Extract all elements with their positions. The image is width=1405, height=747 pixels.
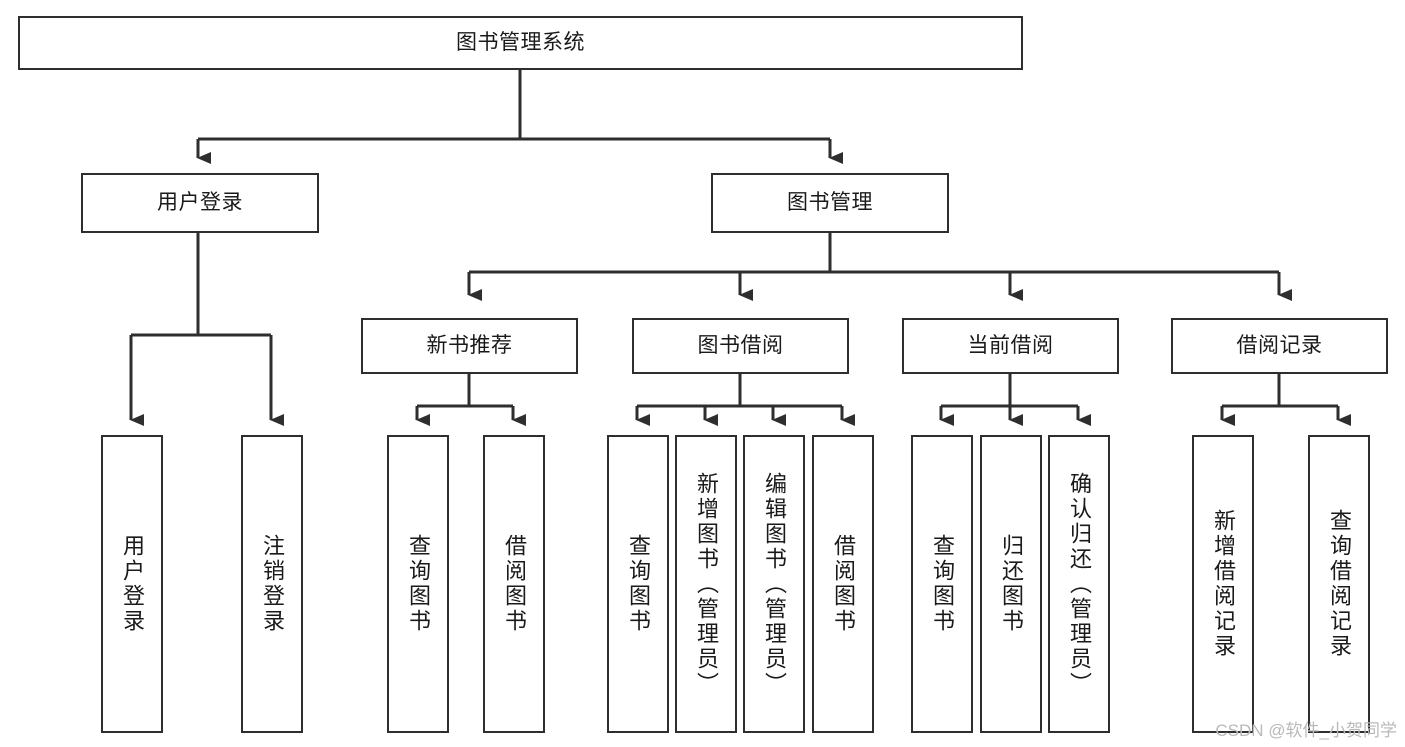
node-root-label: 图书管理系统	[456, 30, 585, 54]
node-leaf-query-book-cb[interactable]: 查询图书	[911, 435, 973, 733]
node-leaf-query-book-cb-label: 查询图书	[930, 534, 955, 634]
node-leaf-query-book-bb-label: 查询图书	[626, 534, 651, 634]
node-leaf-add-book-admin[interactable]: 新增图书（管理员）	[675, 435, 737, 733]
node-leaf-query-book-nb[interactable]: 查询图书	[387, 435, 449, 733]
node-leaf-edit-book-admin[interactable]: 编辑图书（管理员）	[743, 435, 805, 733]
node-user-login-label: 用户登录	[157, 190, 243, 214]
node-leaf-add-borrow-record[interactable]: 新增借阅记录	[1192, 435, 1254, 733]
node-leaf-confirm-return-admin-label: 确认归还（管理员）	[1067, 471, 1092, 697]
node-leaf-borrow-book-nb[interactable]: 借阅图书	[483, 435, 545, 733]
node-user-login[interactable]: 用户登录	[81, 173, 319, 233]
node-book-borrow[interactable]: 图书借阅	[632, 318, 849, 374]
node-borrow-record-label: 借阅记录	[1236, 333, 1323, 357]
node-leaf-query-borrow-record-label: 查询借阅记录	[1327, 509, 1352, 659]
node-leaf-borrow-book-bb[interactable]: 借阅图书	[812, 435, 874, 733]
node-leaf-logout-label: 注销登录	[260, 534, 285, 634]
node-leaf-user-login-label: 用户登录	[120, 534, 145, 634]
node-leaf-query-book-bb[interactable]: 查询图书	[607, 435, 669, 733]
node-leaf-borrow-book-nb-label: 借阅图书	[502, 534, 527, 634]
node-book-management-label: 图书管理	[787, 190, 873, 214]
node-leaf-query-book-nb-label: 查询图书	[406, 534, 431, 634]
node-leaf-edit-book-admin-label: 编辑图书（管理员）	[762, 471, 787, 697]
node-borrow-record[interactable]: 借阅记录	[1171, 318, 1388, 374]
node-leaf-add-borrow-record-label: 新增借阅记录	[1211, 509, 1236, 659]
node-leaf-user-login[interactable]: 用户登录	[101, 435, 163, 733]
node-leaf-return-book[interactable]: 归还图书	[980, 435, 1042, 733]
node-leaf-confirm-return-admin[interactable]: 确认归还（管理员）	[1048, 435, 1110, 733]
node-leaf-return-book-label: 归还图书	[999, 534, 1024, 634]
node-leaf-logout[interactable]: 注销登录	[241, 435, 303, 733]
node-current-borrow[interactable]: 当前借阅	[902, 318, 1119, 374]
node-current-borrow-label: 当前借阅	[967, 333, 1054, 357]
node-leaf-query-borrow-record[interactable]: 查询借阅记录	[1308, 435, 1370, 733]
node-leaf-borrow-book-bb-label: 借阅图书	[831, 534, 856, 634]
node-root-book-management-system[interactable]: 图书管理系统	[18, 16, 1023, 70]
node-book-borrow-label: 图书借阅	[697, 333, 784, 357]
node-new-book-recommend-label: 新书推荐	[426, 333, 513, 357]
node-new-book-recommend[interactable]: 新书推荐	[361, 318, 578, 374]
node-leaf-add-book-admin-label: 新增图书（管理员）	[694, 471, 719, 697]
node-book-management[interactable]: 图书管理	[711, 173, 949, 233]
